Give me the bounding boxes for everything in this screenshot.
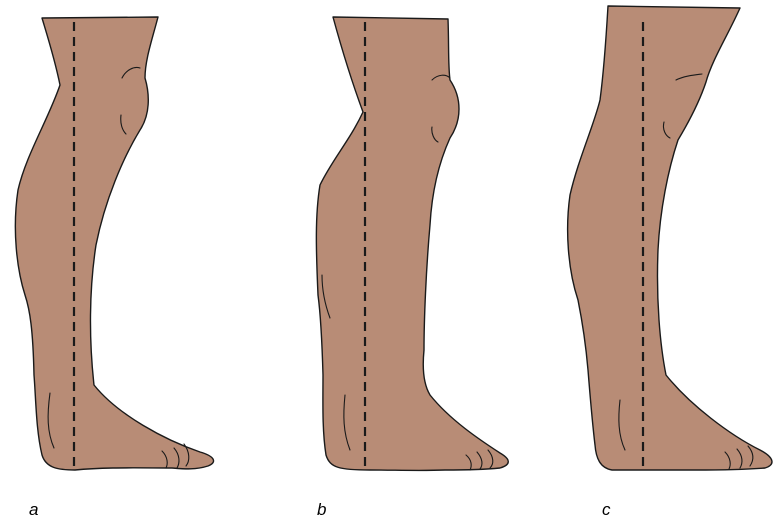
- leg-b: [316, 17, 508, 470]
- panel-label-c: c: [602, 500, 611, 519]
- panel-label-a: a: [29, 500, 38, 519]
- panel-a: a: [15, 17, 213, 519]
- panel-label-b: b: [317, 500, 326, 519]
- leg-c: [568, 6, 772, 470]
- panel-c: c: [568, 6, 772, 519]
- leg-a: [15, 17, 213, 470]
- panel-b: b: [316, 17, 508, 519]
